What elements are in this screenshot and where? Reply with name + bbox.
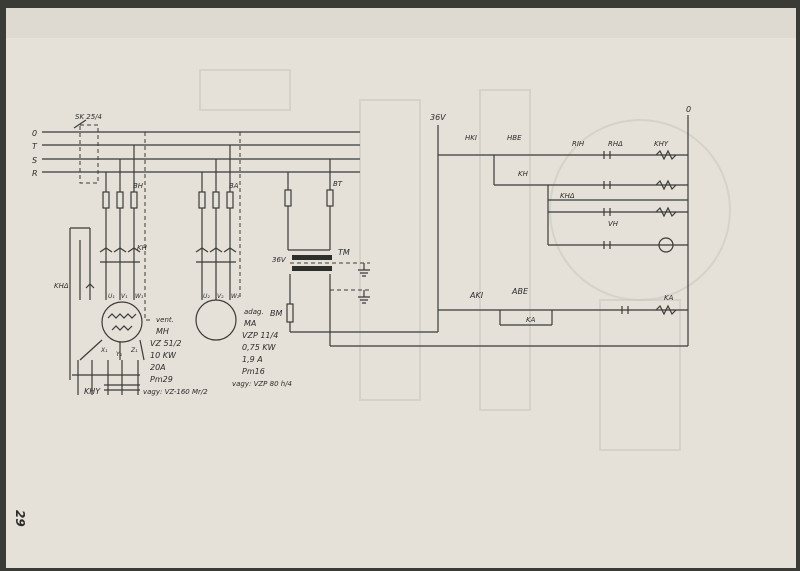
motor2-code: MA xyxy=(244,319,256,328)
motor2-w: W₂ xyxy=(231,293,240,300)
motor2-fuse-label: BA xyxy=(229,182,239,190)
motor2-alt: vagy: VZP 80 h/4 xyxy=(232,380,292,388)
ka-contact-label: KA xyxy=(526,316,536,324)
motor2-type: VZP 11/4 xyxy=(242,331,278,340)
transformer-voltage: 36V xyxy=(272,256,287,264)
abe-label: ABE xyxy=(511,287,529,296)
khy-label: KHY xyxy=(84,387,101,396)
motor1-symbol xyxy=(101,301,143,343)
khd-label: KHΔ xyxy=(54,282,69,290)
transformer-core xyxy=(292,255,332,260)
aki-label: AKI xyxy=(469,291,484,300)
motor1-w: W₁ xyxy=(135,293,144,300)
ka-coil-label: KA xyxy=(664,294,674,302)
motor1-v: V₁ xyxy=(121,293,128,300)
motor1-branch xyxy=(69,132,150,395)
bleed-through xyxy=(199,69,731,451)
kh-label: KH xyxy=(137,244,148,252)
motor1-code: MH xyxy=(156,327,169,336)
motor2-branch xyxy=(195,132,241,341)
motor2-name: adag. xyxy=(244,308,264,316)
control-circuit xyxy=(437,115,689,346)
control-neutral: 0 xyxy=(686,105,691,114)
motor1-u: U₁ xyxy=(108,293,115,300)
main-switch-label: SK 25/4 xyxy=(75,113,102,121)
motor1-fuse-label: BH xyxy=(133,182,144,190)
motor1-alt: vagy: VZ-160 Mr/2 xyxy=(143,388,208,396)
motor2-power: 0,75 KW xyxy=(242,343,277,352)
secondary-fuse-label: BM xyxy=(270,309,282,318)
kh-contact-label: KH xyxy=(518,170,529,178)
bus-label-0: 0 xyxy=(32,129,37,138)
transformer-branch xyxy=(284,159,688,347)
bus-label-R: R xyxy=(32,169,38,178)
control-supply: 36V xyxy=(430,113,446,122)
motor2-cable: Pm16 xyxy=(242,367,265,376)
motor2-current: 1,9 A xyxy=(242,355,263,364)
motor1-type: VZ 51/2 xyxy=(150,339,181,348)
motor2-u: U₂ xyxy=(203,293,210,300)
bus-label-S: S xyxy=(32,156,37,165)
transformer-name: TM xyxy=(338,248,350,257)
khy-coil-label: KHY xyxy=(654,140,669,148)
motor1-x: X₁ xyxy=(100,347,108,354)
motor1-y: Y₁ xyxy=(116,351,123,358)
transformer-fuse-label: BT xyxy=(333,180,343,188)
mains-bus xyxy=(42,131,360,173)
hki-label: HKI xyxy=(465,134,477,142)
vh-label: VH xyxy=(608,220,619,228)
main-switch-box xyxy=(79,124,99,184)
hbe-label: HBE xyxy=(507,134,522,142)
motor2-v: V₂ xyxy=(217,293,224,300)
motor1-power: 10 KW xyxy=(150,351,177,360)
motor1-current: 20A xyxy=(150,363,166,372)
page-number: 29 xyxy=(13,510,27,527)
bus-label-T: T xyxy=(32,142,38,151)
motor2-symbol xyxy=(195,299,237,341)
motor1-cable: Pm29 xyxy=(150,375,173,384)
khd-contact-label: KHΔ xyxy=(560,192,575,200)
paper-sheet xyxy=(6,8,796,568)
rih-label: RIH xyxy=(572,140,585,148)
rhd-label: RHΔ xyxy=(608,140,623,148)
motor1-z: Z₁ xyxy=(130,347,138,354)
motor1-name: vent. xyxy=(156,316,174,324)
